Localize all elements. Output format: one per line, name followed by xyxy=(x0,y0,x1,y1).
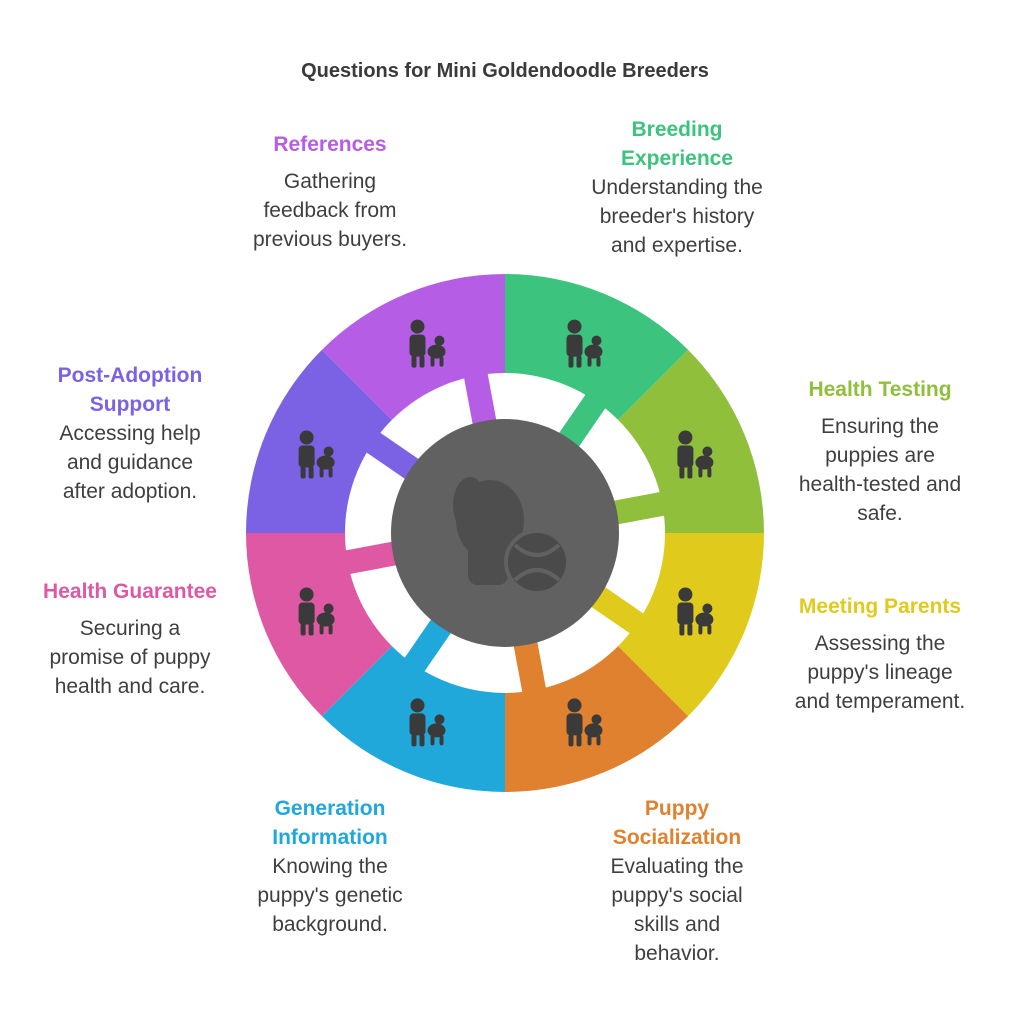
segment-title: Post-Adoption Support xyxy=(57,364,203,416)
diagram-title: Questions for Mini Goldendoodle Breeders xyxy=(301,60,709,82)
segment-description: Evaluating the puppy's social skills and… xyxy=(610,855,744,965)
segment-connector-post-adoption xyxy=(363,430,422,481)
segment-description: Knowing the puppy's genetic background. xyxy=(257,855,403,936)
label-post-adoption-support: Post-Adoption Support Accessing help and… xyxy=(0,361,260,506)
vet-testing-icon xyxy=(677,430,714,479)
segment-title: Health Guarantee xyxy=(43,580,217,603)
segment-connector-health-testing xyxy=(611,491,669,525)
segment-connector-references xyxy=(463,369,497,427)
segment-connector-socialization xyxy=(513,639,547,697)
person-and-dog-icon xyxy=(677,587,714,636)
segment-guarantee xyxy=(246,533,392,717)
label-health-guarantee: Health Guarantee Securing a promise of p… xyxy=(0,577,260,701)
segment-connector-breeding xyxy=(557,391,608,450)
hand-petting-dog-icon xyxy=(566,698,603,747)
dog-and-ball-icon xyxy=(453,477,570,595)
label-meeting-parents: Meeting Parents Assessing the puppy's li… xyxy=(750,592,1010,716)
label-references: References Gathering feedback from previ… xyxy=(200,130,460,254)
label-puppy-socialization: Puppy Socialization Evaluating the puppy… xyxy=(547,794,807,968)
segment-description: Understanding the breeder's history and … xyxy=(591,176,763,257)
segment-post-adoption xyxy=(246,349,392,533)
vet-consultation-icon xyxy=(298,587,335,636)
segment-connector-meeting-parents xyxy=(588,585,647,636)
label-breeding-experience: Breeding Experience Understanding the br… xyxy=(547,115,807,260)
segment-connector-guarantee xyxy=(341,541,399,575)
segment-title: Meeting Parents xyxy=(798,595,962,618)
segment-description: Accessing help and guidance after adopti… xyxy=(59,422,201,503)
segment-title: References xyxy=(273,133,387,156)
segment-title: Breeding Experience xyxy=(620,118,734,170)
segment-description: Securing a promise of puppy health and c… xyxy=(49,617,211,698)
segment-description: Gathering feedback from previous buyers. xyxy=(252,170,408,251)
poodle-icon xyxy=(409,698,446,747)
label-health-testing: Health Testing Ensuring the puppies are … xyxy=(750,375,1010,528)
segment-description: Assessing the puppy's lineage and temper… xyxy=(794,632,966,713)
person-hugging-dog-icon xyxy=(298,430,335,479)
person-with-dog-icon xyxy=(566,319,603,368)
segment-title: Generation Information xyxy=(272,797,388,849)
segment-description: Ensuring the puppies are health-tested a… xyxy=(798,415,962,525)
segment-title: Health Testing xyxy=(808,378,952,401)
segment-title: Puppy Socialization xyxy=(612,797,742,849)
segment-connector-generation xyxy=(402,616,453,675)
label-generation-information: Generation Information Knowing the puppy… xyxy=(200,794,460,939)
profile-card-star-icon xyxy=(409,319,446,368)
